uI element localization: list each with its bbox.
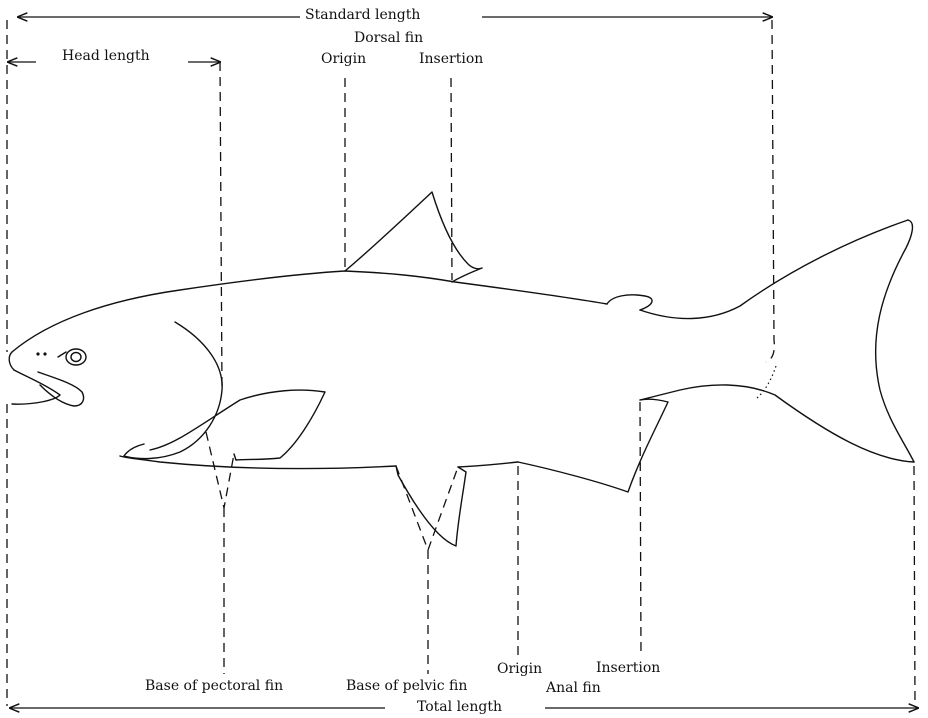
base-pectoral-fin-label: Base of pectoral fin	[145, 678, 283, 694]
dashed-reference-lines	[7, 20, 915, 706]
fish-body	[9, 192, 914, 546]
total-length-label: Total length	[417, 699, 502, 715]
anal-fin-label: Anal fin	[546, 680, 601, 696]
head-length-label: Head length	[62, 48, 150, 64]
dorsal-origin-label: Origin	[321, 51, 366, 67]
dorsal-insertion-label: Insertion	[419, 51, 483, 67]
eye	[58, 349, 86, 365]
base-pelvic-fin-label: Base of pelvic fin	[346, 678, 467, 694]
standard-length-label: Standard length	[305, 7, 420, 23]
dorsal-fin-label: Dorsal fin	[354, 30, 423, 46]
anal-origin-label: Origin	[497, 661, 542, 677]
anal-insertion-label: Insertion	[596, 660, 660, 676]
